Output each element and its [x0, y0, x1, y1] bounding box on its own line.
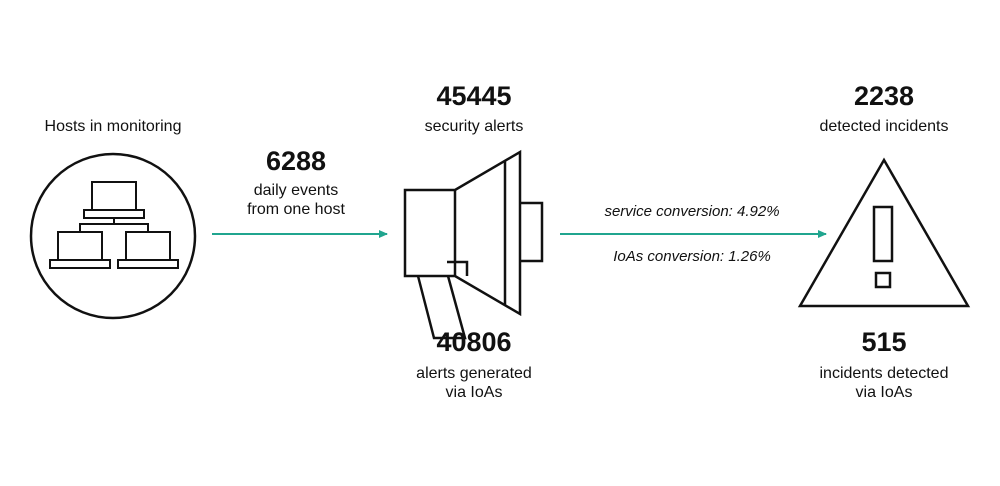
incidents-label: detected incidents [819, 118, 949, 135]
ioa-alerts-label-line1: alerts generated [416, 365, 532, 382]
megaphone-icon [403, 149, 544, 340]
ioa-incidents-value: 515 [861, 327, 907, 357]
ioa-alerts-value: 40806 [436, 327, 512, 357]
events-label-line2: from one host [247, 201, 345, 218]
service-conversion: service conversion: 4.92% [604, 203, 780, 220]
ioas-conversion: IoAs conversion: 1.26% [613, 248, 771, 265]
events-value: 6288 [265, 146, 327, 176]
warning-triangle-icon [797, 157, 971, 308]
incidents-value: 2238 [853, 81, 915, 111]
hosts-network-icon [29, 152, 197, 320]
hosts-title: Hosts in monitoring [44, 118, 182, 135]
ioa-incidents-label-line2: via IoAs [855, 384, 913, 401]
alerts-label: security alerts [424, 118, 524, 135]
alerts-value: 45445 [436, 81, 512, 111]
ioa-alerts-label-line2: via IoAs [445, 384, 503, 401]
events-label-line1: daily events [253, 182, 339, 199]
ioa-incidents-label-line1: incidents detected [819, 365, 949, 382]
